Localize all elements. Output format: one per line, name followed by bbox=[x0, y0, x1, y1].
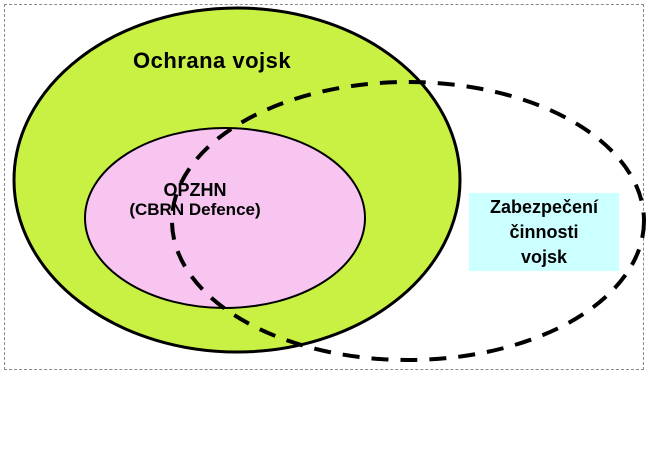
ochrana-vojsk-label: Ochrana vojsk bbox=[133, 48, 292, 73]
zabezpeceni-label-box: Zabezpečení činnosti vojsk bbox=[469, 193, 619, 271]
zabezpeceni-ellipse bbox=[170, 80, 646, 362]
opzhn-ellipse bbox=[84, 127, 366, 309]
zabezpeceni-label-line1: Zabezpečení bbox=[489, 197, 599, 217]
zabezpeceni-label-line3: vojsk bbox=[520, 247, 568, 267]
slide-dashed-border bbox=[4, 4, 644, 370]
zabezpeceni-label-line2: činnosti bbox=[509, 222, 579, 242]
opzhn-label-line2: (CBRN Defence) bbox=[129, 200, 261, 219]
opzhn-label-line1: OPZHN bbox=[163, 180, 227, 200]
opzhn-label: OPZHN (CBRN Defence) bbox=[95, 180, 295, 219]
